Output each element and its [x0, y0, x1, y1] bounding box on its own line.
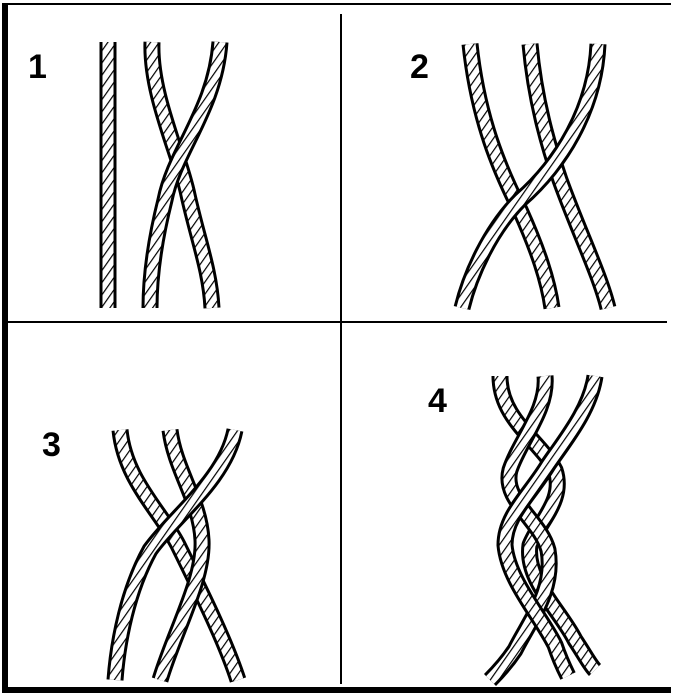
rope-group-1: [108, 42, 220, 308]
rope-group-4: [490, 376, 595, 680]
rope-strand: [152, 42, 212, 308]
step-label-3: 3: [42, 426, 61, 464]
panel-1: 1: [28, 42, 220, 308]
panel-2: 2: [410, 44, 608, 308]
step-label-1: 1: [28, 48, 47, 86]
step-label-4: 4: [428, 382, 447, 420]
step-label-2: 2: [410, 48, 429, 86]
rope-group-2: [462, 44, 608, 308]
rope-group-3: [115, 430, 238, 680]
panel-3: 3: [42, 426, 238, 680]
panel-4: 4: [428, 376, 595, 680]
